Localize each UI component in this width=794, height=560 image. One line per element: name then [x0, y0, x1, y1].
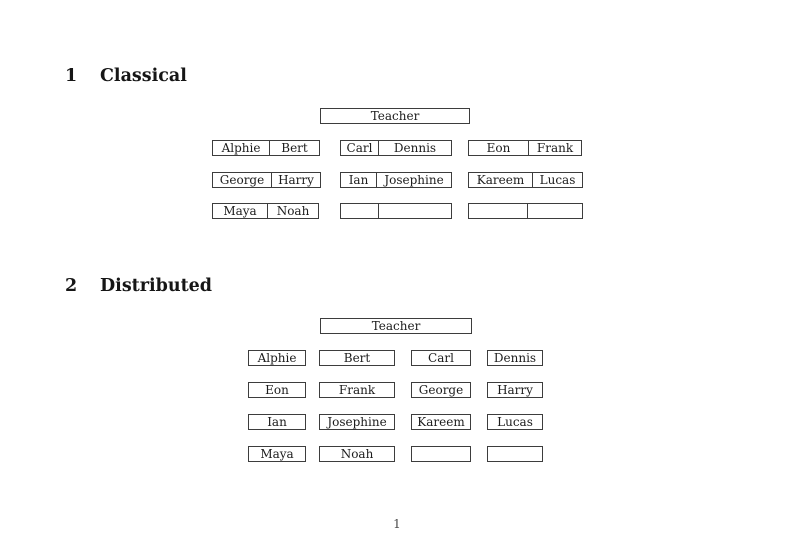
section-heading-classical: 1 Classical	[65, 66, 187, 86]
seat: Frank	[536, 141, 574, 155]
section-number: 1	[65, 66, 78, 86]
seat	[341, 204, 379, 218]
seat	[528, 204, 582, 218]
desk: Ian	[248, 414, 306, 430]
section-title: Classical	[100, 66, 187, 86]
desk: Carl	[411, 350, 471, 366]
desk	[468, 203, 583, 219]
desk: Kareem	[411, 414, 471, 430]
seat: Alphie	[213, 141, 270, 155]
desk	[340, 203, 452, 219]
desk: Lucas	[487, 414, 543, 430]
desk: Kareem Lucas	[468, 172, 583, 188]
seat: Ian	[341, 173, 377, 187]
desk: Bert	[319, 350, 395, 366]
desk	[411, 446, 471, 462]
desk	[487, 446, 543, 462]
desk: Eon Frank	[468, 140, 582, 156]
desk: Alphie	[248, 350, 306, 366]
seat: Carl	[341, 141, 379, 155]
desk: Maya	[248, 446, 306, 462]
desk: Harry	[487, 382, 543, 398]
desk: Eon	[248, 382, 306, 398]
seat: Dennis	[393, 141, 437, 155]
desk: George	[411, 382, 471, 398]
desk: Ian Josephine	[340, 172, 452, 188]
desk: Carl Dennis	[340, 140, 452, 156]
desk: George Harry	[212, 172, 321, 188]
desk: Dennis	[487, 350, 543, 366]
teacher-box: Teacher	[320, 318, 472, 334]
section-heading-distributed: 2 Distributed	[65, 276, 212, 296]
seat	[469, 204, 528, 218]
desk: Frank	[319, 382, 395, 398]
seat: Maya	[213, 204, 268, 218]
section-number: 2	[65, 276, 78, 296]
desk: Josephine	[319, 414, 395, 430]
seat: Josephine	[384, 173, 444, 187]
desk: Alphie Bert	[212, 140, 320, 156]
seat: Kareem	[469, 173, 533, 187]
teacher-box: Teacher	[320, 108, 470, 124]
seat	[379, 204, 451, 218]
desk: Maya Noah	[212, 203, 319, 219]
seat: Harry	[278, 173, 314, 187]
seat: Noah	[276, 204, 310, 218]
desk: Noah	[319, 446, 395, 462]
seat: Eon	[469, 141, 529, 155]
page-number: 1	[393, 517, 401, 531]
seat: George	[213, 173, 272, 187]
seat: Lucas	[539, 173, 576, 187]
seat: Bert	[281, 141, 308, 155]
section-title: Distributed	[100, 276, 213, 296]
